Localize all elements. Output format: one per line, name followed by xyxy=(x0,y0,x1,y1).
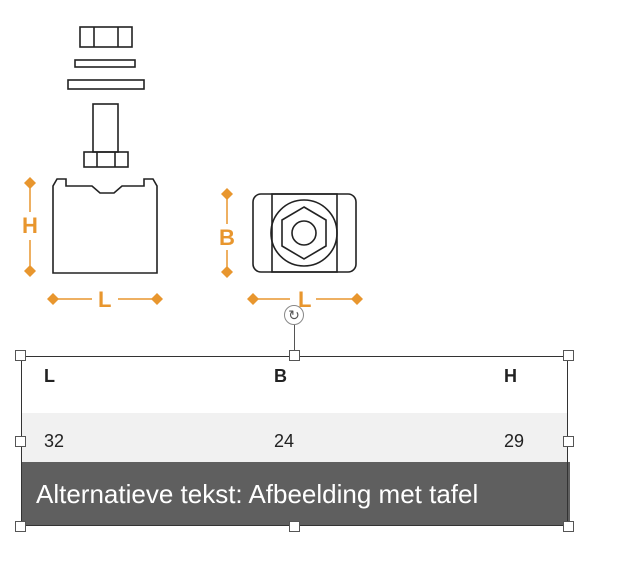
table-cell-l: 32 xyxy=(44,431,65,451)
table-header-h: H xyxy=(504,366,517,386)
table-cell-b: 24 xyxy=(274,431,295,451)
resize-handle-bottom[interactable] xyxy=(289,521,300,532)
resize-handle-top-left[interactable] xyxy=(15,350,26,361)
resize-handle-bottom-left[interactable] xyxy=(15,521,26,532)
resize-handle-bottom-right[interactable] xyxy=(563,521,574,532)
resize-handle-right[interactable] xyxy=(563,436,574,447)
dimension-label-l-top: L xyxy=(298,287,311,312)
table-header-l: L xyxy=(44,366,55,386)
rotate-handle-stem xyxy=(294,325,295,355)
resize-handle-top[interactable] xyxy=(289,350,300,361)
front-view-drawing xyxy=(52,178,158,274)
dimension-label-l-front: L xyxy=(98,287,111,312)
dimension-label-h: H xyxy=(22,213,38,238)
dimension-label-b: B xyxy=(219,225,235,250)
table-header-b: B xyxy=(274,366,287,386)
rotate-handle-icon[interactable]: ↻ xyxy=(284,305,304,325)
resize-handle-left[interactable] xyxy=(15,436,26,447)
bolt-assembly-drawing xyxy=(67,26,145,168)
alt-text-overlay: Alternatieve tekst: Afbeelding met tafel xyxy=(22,462,570,526)
dimension-markers xyxy=(24,177,363,305)
alt-text-label: Alternatieve tekst: Afbeelding met tafel xyxy=(36,479,479,509)
resize-handle-top-right[interactable] xyxy=(563,350,574,361)
table-cell-h: 29 xyxy=(504,431,525,451)
top-view-drawing xyxy=(252,193,357,273)
dimension-lines xyxy=(29,184,352,300)
table-row-band xyxy=(22,413,568,465)
